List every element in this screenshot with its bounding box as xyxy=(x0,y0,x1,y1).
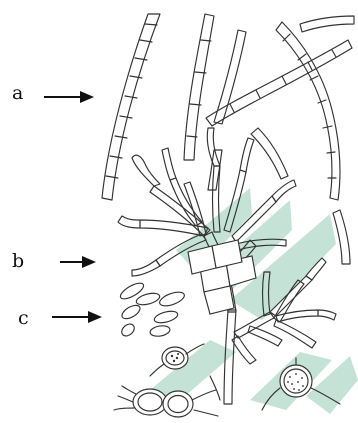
label-b: b xyxy=(12,252,24,271)
arrow-b xyxy=(60,256,96,268)
watermark-logo xyxy=(150,188,358,414)
arrow-a xyxy=(44,91,94,103)
arrow-c xyxy=(52,311,102,323)
microconidia-group xyxy=(118,280,186,338)
label-a: a xyxy=(12,84,23,103)
label-c: c xyxy=(18,309,29,328)
